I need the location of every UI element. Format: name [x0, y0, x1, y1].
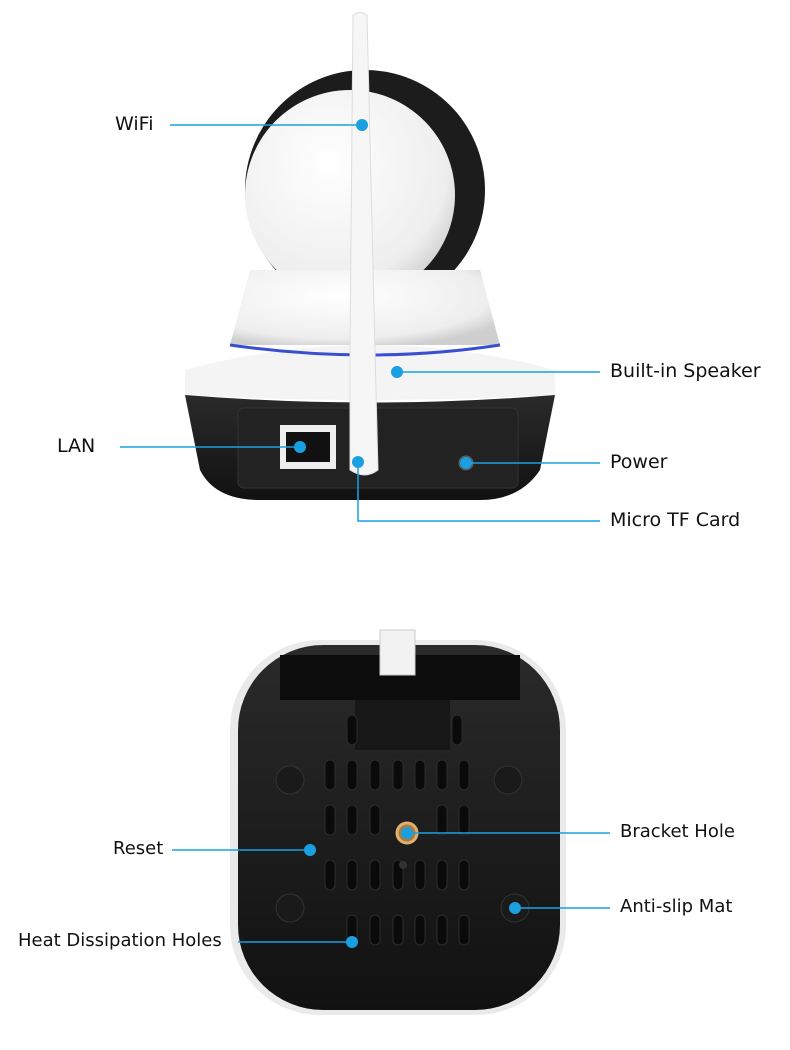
label-heat-dissipation-holes: Heat Dissipation Holes [18, 930, 222, 951]
vent-slot [458, 859, 470, 891]
vent-slot [414, 914, 426, 946]
camera-rear-view [185, 12, 555, 500]
label-micro-tf-card: Micro TF Card [610, 509, 741, 531]
label-anti-slip-mat: Anti-slip Mat [620, 896, 733, 917]
vent-slot [392, 914, 404, 946]
vent-slot [369, 804, 381, 836]
label-bracket-hole: Bracket Hole [620, 821, 735, 842]
vent-slot [369, 759, 381, 791]
camera-bottom-view [230, 629, 566, 1015]
vent-slot [324, 859, 336, 891]
callout-lines [120, 124, 610, 943]
label-built-in-speaker: Built-in Speaker [610, 360, 761, 382]
label-lan: LAN [57, 435, 96, 457]
vent-slot [436, 804, 448, 836]
vent-slot [451, 714, 463, 746]
vent-slot [369, 859, 381, 891]
vent-slot [458, 759, 470, 791]
label-power: Power [610, 451, 668, 473]
vent-slot [436, 859, 448, 891]
vent-slot [392, 759, 404, 791]
vent-slot [414, 759, 426, 791]
vent-slot [324, 759, 336, 791]
vent-slot [346, 859, 358, 891]
callout-dots [294, 119, 521, 948]
vent-slot [346, 759, 358, 791]
vent-slot [369, 914, 381, 946]
vent-slot [324, 804, 336, 836]
vent-slot [346, 714, 358, 746]
vent-slot [436, 759, 448, 791]
vent-slot [414, 859, 426, 891]
vent-slot [458, 804, 470, 836]
vent-slot [436, 914, 448, 946]
vent-slot [458, 914, 470, 946]
label-wifi: WiFi [115, 113, 154, 135]
vent-slot [346, 804, 358, 836]
label-reset: Reset [113, 838, 164, 859]
